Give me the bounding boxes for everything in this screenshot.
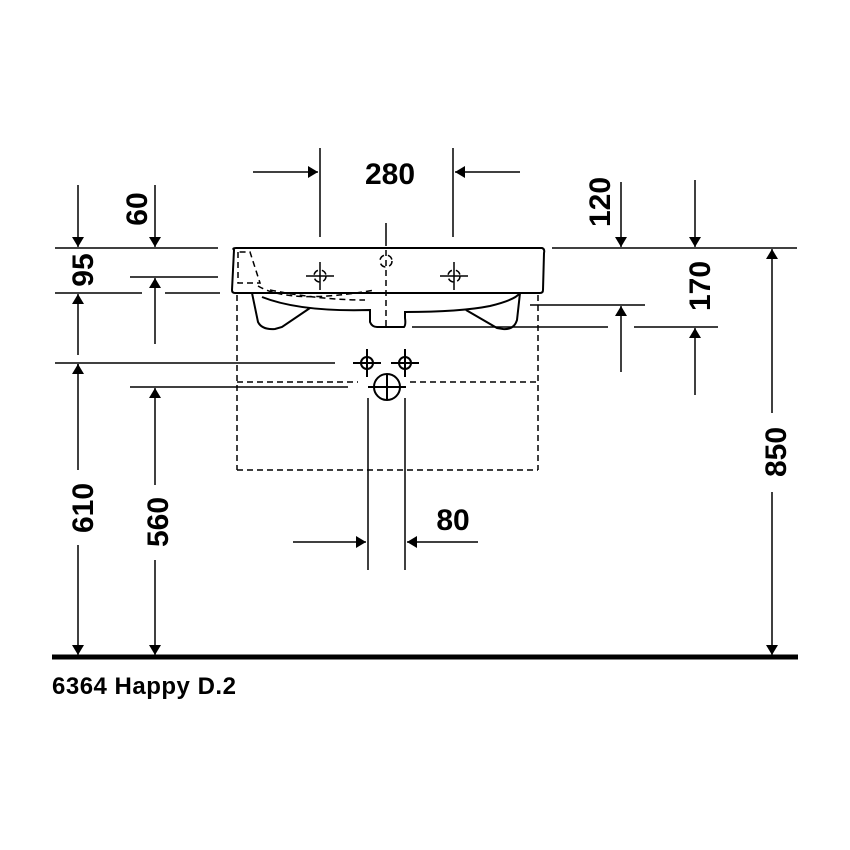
dim-850: 850 xyxy=(760,427,793,477)
dim-60: 60 xyxy=(121,192,154,225)
basin-outline xyxy=(230,247,546,294)
dim-120: 120 xyxy=(584,177,617,227)
dim-560: 560 xyxy=(142,497,175,547)
dim-95: 95 xyxy=(67,253,100,286)
dim-80: 80 xyxy=(436,504,469,537)
product-caption: 6364 Happy D.2 xyxy=(52,673,237,700)
dim-610: 610 xyxy=(67,483,100,533)
dim-280: 280 xyxy=(365,158,415,191)
dim-170: 170 xyxy=(684,261,717,311)
